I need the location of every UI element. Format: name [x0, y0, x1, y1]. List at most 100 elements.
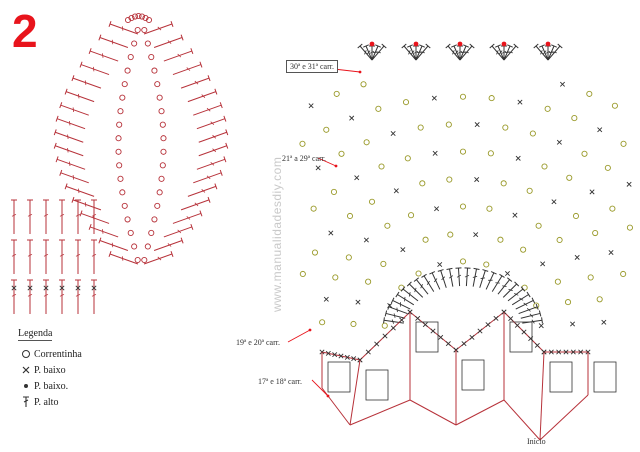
double-crochet-stitch [43, 239, 49, 274]
chain-stitch [124, 67, 131, 74]
double-crochet-stitch [357, 43, 373, 61]
label-arrowhead [308, 328, 312, 332]
double-crochet-stitch [421, 273, 435, 292]
single-crochet-stitch [437, 261, 443, 268]
double-crochet-stitch [451, 44, 461, 61]
chain-stitch [404, 155, 411, 162]
double-crochet-stitch [88, 223, 119, 238]
single-crochet-stitch [601, 319, 607, 325]
chain-stitch [346, 212, 354, 220]
chain-stitch [310, 205, 317, 212]
double-crochet-stitch [59, 102, 89, 116]
single-crochet-stitch [521, 329, 527, 335]
double-crochet-stitch [407, 44, 417, 61]
top-fan-motif [489, 41, 519, 61]
double-crochet-stitch [371, 43, 387, 61]
double-crochet-stitch [91, 279, 97, 314]
base-panel [415, 321, 439, 353]
label-arrowhead [334, 164, 338, 168]
double-crochet-stitch [383, 317, 404, 324]
double-crochet-stitch [485, 271, 497, 290]
chain-stitch [596, 296, 603, 303]
single-crochet-stitch [11, 285, 17, 291]
chain-circle-icon [18, 349, 34, 359]
double-crochet-stitch [108, 21, 139, 35]
double-crochet-stitch [43, 279, 49, 314]
chain-stitch [571, 115, 578, 122]
single-crochet-stitch [626, 181, 632, 187]
chain-stitch [119, 94, 126, 101]
single-crochet-stitch [390, 130, 396, 137]
double-crochet-stitch [387, 303, 408, 315]
base-panel [593, 361, 617, 393]
single-crochet-stitch [551, 199, 557, 205]
chain-stitch [611, 102, 618, 109]
single-crochet-stitch [473, 232, 479, 238]
single-crochet-stitch [27, 285, 33, 291]
base-edge-line [455, 399, 505, 426]
chain-stitch [609, 205, 616, 212]
double-crochet-stitch [43, 199, 49, 234]
chain-stitch [148, 54, 155, 61]
cross-x-icon [18, 365, 34, 375]
single-crochet-stitch [422, 322, 428, 328]
single-crochet-stitch [515, 155, 521, 161]
base-edge-line [409, 399, 457, 426]
double-crochet-stitch [446, 267, 454, 287]
chain-stitch [160, 135, 167, 142]
double-crochet-stitch [539, 44, 549, 61]
single-crochet-stitch [363, 237, 369, 243]
single-crochet-stitch [332, 352, 338, 358]
single-crochet-stitch [374, 341, 380, 347]
chain-stitch [554, 278, 561, 285]
double-crochet-stitch [172, 61, 203, 76]
single-crochet-stitch [563, 349, 569, 355]
single-crochet-stitch [59, 285, 65, 291]
single-crochet-stitch [43, 285, 49, 291]
double-crochet-stitch [198, 142, 229, 157]
single-crochet-stitch [349, 115, 355, 121]
double-crochet-stitch [515, 297, 536, 310]
chain-stitch [587, 274, 594, 281]
chain-stitch [158, 108, 165, 115]
double-crochet-stitch [511, 291, 531, 306]
double-crochet-stitch [91, 199, 97, 234]
single-crochet-stitch [469, 334, 475, 340]
chain-stitch [156, 94, 163, 101]
double-crochet-stitch [187, 88, 218, 103]
single-crochet-stitch [504, 270, 510, 277]
chain-stitch [486, 205, 493, 212]
legend-item: P. baixo. [18, 378, 82, 394]
chain-stitch [402, 99, 410, 106]
single-crochet-stitch [308, 103, 314, 109]
double-crochet-stitch [406, 281, 424, 298]
chain-stitch [158, 175, 165, 182]
chain-stitch [138, 13, 146, 20]
double-crochet-stitch [53, 142, 84, 157]
chain-stitch [134, 256, 141, 264]
single-crochet-stitch [325, 350, 331, 356]
chain-stitch [626, 224, 633, 231]
chain-stitch [134, 26, 141, 34]
chain-stitch [154, 202, 161, 209]
chain-stitch [345, 254, 352, 261]
chain-stitch [154, 81, 161, 88]
chain-stitch [350, 320, 357, 328]
chain-stitch [121, 202, 128, 209]
single-crochet-stitch [574, 254, 580, 260]
base-panel [327, 361, 351, 393]
chain-stitch [535, 222, 542, 229]
chain-stitch [121, 81, 128, 88]
single-crochet-stitch [415, 315, 421, 321]
chain-stitch [497, 236, 504, 243]
double-crochet-stitch [59, 199, 65, 234]
double-crochet-stitch [55, 156, 86, 170]
single-crochet-stitch [474, 122, 480, 128]
chain-stitch [408, 212, 415, 219]
double-crochet-stitch [108, 251, 139, 265]
chain-stitch [375, 105, 382, 112]
chain-stitch [592, 229, 599, 237]
single-crochet-stitch [355, 299, 361, 305]
chain-stitch [338, 150, 345, 157]
chain-stitch [117, 175, 124, 182]
